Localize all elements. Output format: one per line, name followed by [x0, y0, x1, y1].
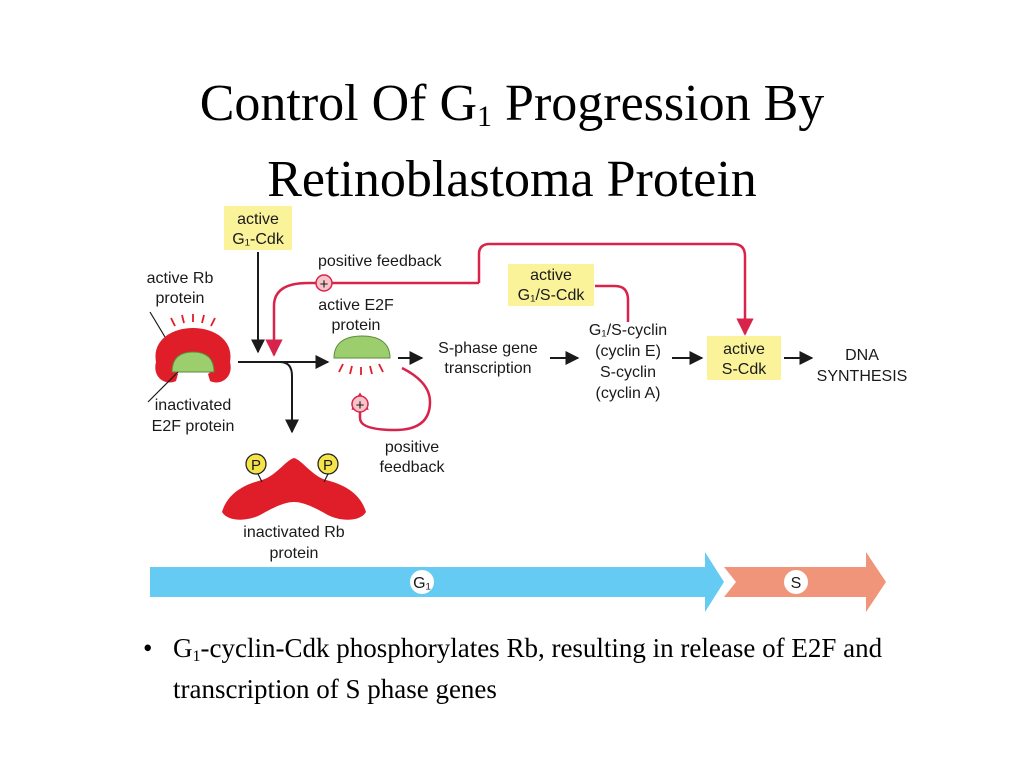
s-cdk-feedback-line [477, 242, 754, 336]
active-e2f-shape [333, 335, 391, 359]
positive-feedback-bottom-line [351, 366, 432, 432]
plus-icon-bottom: + [351, 395, 369, 414]
s-phase-label-2: transcription [444, 360, 531, 377]
s-phase-label-1: S-phase gene [438, 340, 538, 357]
active-e2f-complex [333, 335, 391, 375]
active-s-cdk-box: active S-Cdk [707, 336, 781, 380]
positive-feedback-top-line [265, 281, 479, 357]
svg-text:P: P [323, 457, 333, 474]
phosphorylation-arrow [279, 361, 299, 434]
g1s-cdk-feedback-line [595, 284, 630, 322]
active-g1s-cdk-box: active G₁/S-Cdk [508, 264, 594, 306]
bullet-text: G1-cyclin-Cdk phosphorylates Rb, resulti… [173, 633, 883, 704]
svg-text:P: P [251, 457, 261, 474]
active-g1s-cdk-label-1: active [530, 267, 572, 284]
active-rb-label-2: protein [156, 290, 205, 307]
active-g1-cdk-label-1: active [237, 211, 279, 228]
inactivated-rb-label-2: protein [270, 545, 319, 562]
dna-synthesis-label-1: DNA [845, 347, 879, 364]
inactivated-rb-shape [222, 458, 366, 520]
inactivated-e2f-label-2: E2F protein [152, 418, 235, 435]
cyclin-label-1: G₁/S-cyclin [589, 322, 667, 339]
active-rb-label-1: active Rb [147, 270, 214, 287]
cyclin-label-2: (cyclin E) [595, 343, 661, 360]
g1-phase-arrow [150, 552, 724, 612]
title-text-2: Progression By [492, 75, 825, 132]
phosphate-icon-right: P [317, 453, 339, 475]
inactivated-rb-label-1: inactivated Rb [243, 524, 344, 541]
slide-title: Control Of G1 Progression By Retinoblast… [0, 66, 1024, 218]
dna-synthesis-label-2: SYNTHESIS [817, 368, 908, 385]
bullet-point: • G1-cyclin-Cdk phosphorylates Rb, resul… [143, 628, 943, 710]
inactivated-e2f-pointer [147, 371, 179, 403]
title-line-2: Retinoblastoma Protein [267, 151, 757, 208]
svg-text:S: S [791, 575, 802, 592]
positive-feedback-top-label: positive feedback [318, 253, 443, 270]
active-s-cdk-label-2: S-Cdk [722, 361, 767, 378]
active-rb-complex [155, 314, 231, 383]
positive-feedback-bottom-label-1: positive [385, 439, 439, 456]
cyclin-label-3: S-cyclin [600, 364, 656, 381]
svg-text:+: + [356, 397, 365, 414]
inactivated-rb-complex: P P [222, 453, 366, 520]
svg-text:+: + [320, 276, 329, 293]
inactivated-e2f-label-1: inactivated [155, 397, 232, 414]
title-subscript: 1 [477, 100, 493, 133]
s-phase-badge: S [784, 570, 808, 594]
active-g1-cdk-label-2: G₁-Cdk [232, 231, 285, 248]
g1-phase-badge: G₁ [410, 570, 434, 594]
phosphate-icon-left: P [245, 453, 267, 475]
active-e2f-label-1: active E2F [318, 297, 394, 314]
positive-feedback-bottom-label-2: feedback [380, 459, 446, 476]
active-g1-cdk-box: active G₁-Cdk [224, 206, 292, 250]
active-s-cdk-label-1: active [723, 341, 765, 358]
active-g1s-cdk-label-2: G₁/S-Cdk [518, 287, 586, 304]
cyclin-label-4: (cyclin A) [596, 385, 661, 402]
svg-text:G₁: G₁ [413, 575, 431, 592]
bound-e2f-shape [171, 351, 215, 373]
bullet-subscript: 1 [192, 648, 201, 665]
active-e2f-label-2: protein [332, 317, 381, 334]
plus-icon-top: + [315, 274, 333, 293]
title-text-1: Control Of G [199, 75, 478, 132]
bullet-dot: • [143, 633, 153, 663]
